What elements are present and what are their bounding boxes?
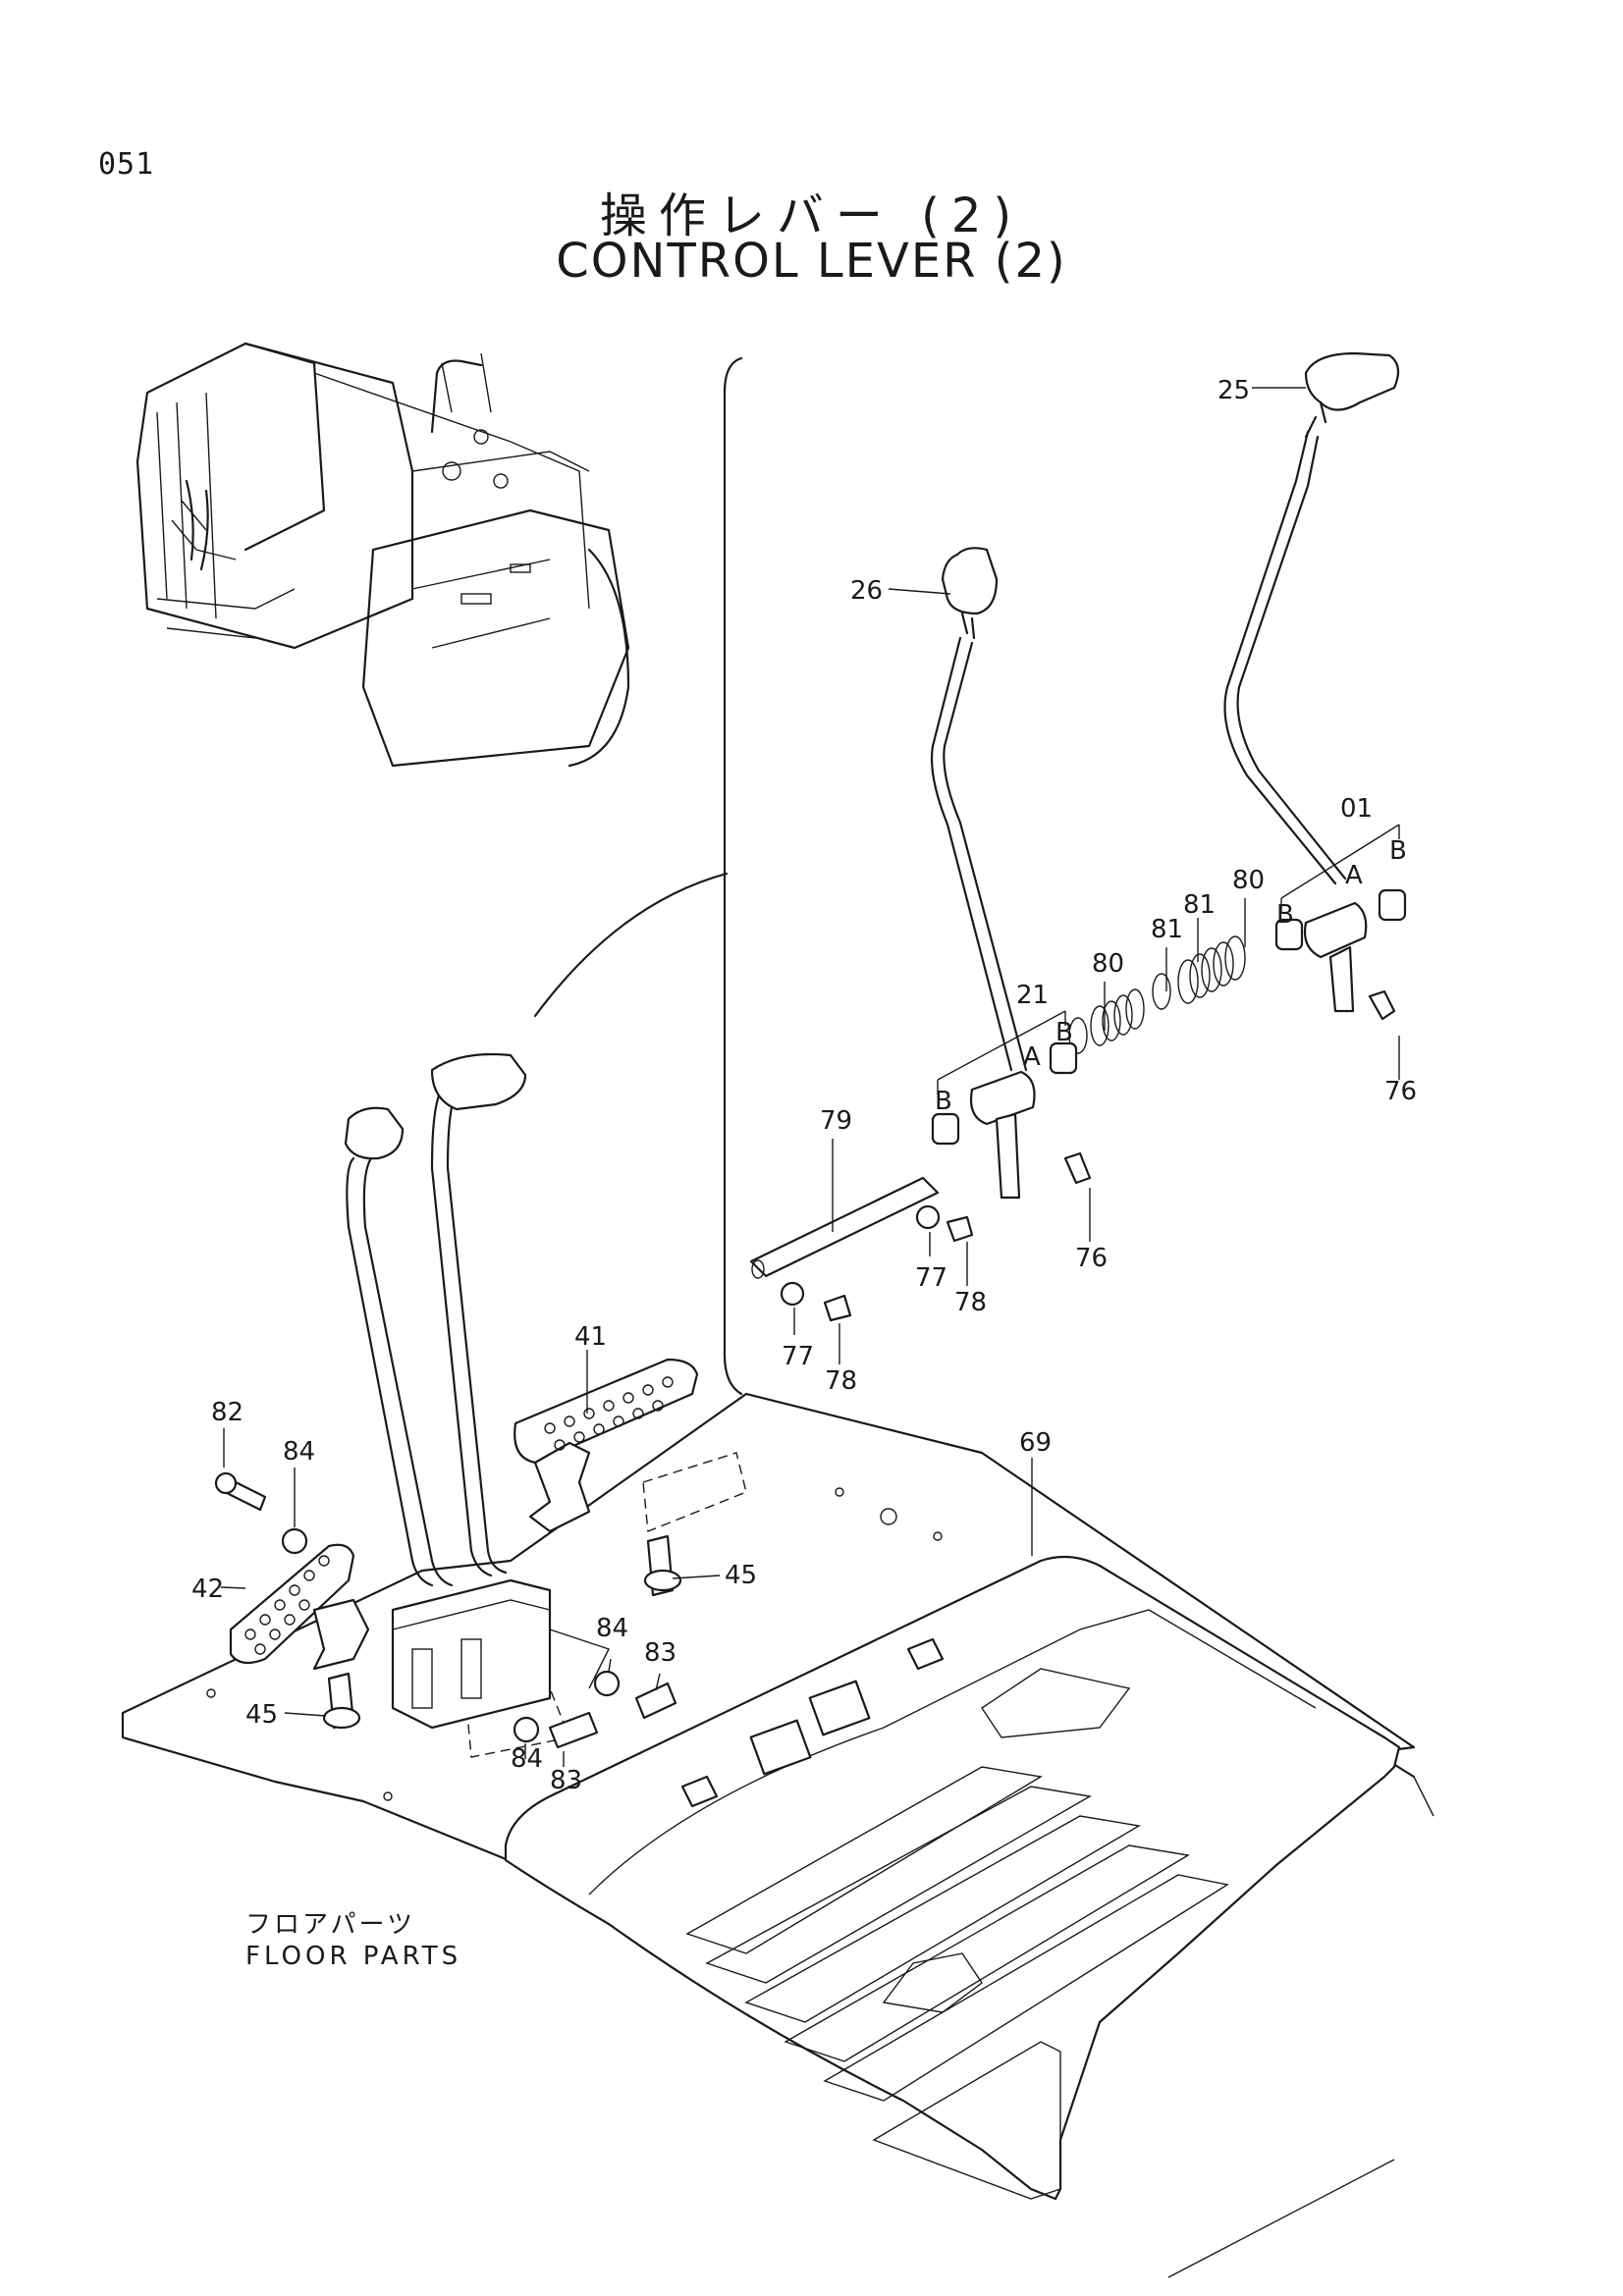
pedal-41-holes <box>544 1376 674 1451</box>
label-A1: A <box>1345 861 1363 890</box>
callout-83a: 83 <box>644 1638 676 1668</box>
callout-42: 42 <box>191 1575 224 1604</box>
callout-45a: 45 <box>725 1561 757 1590</box>
callout-76a: 76 <box>1384 1077 1417 1106</box>
callout-78a: 78 <box>954 1288 987 1317</box>
callout-81a: 81 <box>1151 915 1183 944</box>
excavator-overview-inset <box>135 342 630 768</box>
pedal-42-holes <box>244 1555 330 1655</box>
callout-80a: 80 <box>1092 949 1124 979</box>
title-japanese: 操作レバー (2) <box>599 188 1024 243</box>
callout-labels: 25 26 01 21 79 80 80 81 81 76 76 77 77 7… <box>191 376 1417 1795</box>
floor-parts-label-jp: フロアパーツ <box>245 1910 415 1940</box>
callout-21: 21 <box>1016 981 1049 1010</box>
label-B2: B <box>1276 900 1294 930</box>
cab-floor-assembly <box>121 1052 1434 2278</box>
page-number: 051 <box>98 147 155 182</box>
callout-82: 82 <box>211 1398 243 1427</box>
leader-lines <box>220 387 1400 1767</box>
floor-parts-label-en: FLOOR PARTS <box>245 1942 462 1971</box>
callout-84c: 84 <box>511 1744 543 1774</box>
callout-45b: 45 <box>245 1700 278 1730</box>
detail-bracket <box>723 356 743 1396</box>
label-A2: A <box>1023 1042 1041 1072</box>
callout-01: 01 <box>1340 794 1373 824</box>
callout-25: 25 <box>1217 376 1250 405</box>
callout-69: 69 <box>1019 1428 1052 1458</box>
label-B1: B <box>1389 836 1407 866</box>
leader-curve <box>533 872 729 1018</box>
callout-77b: 77 <box>782 1342 814 1371</box>
callout-83b: 83 <box>550 1766 582 1795</box>
callout-78b: 78 <box>825 1366 857 1396</box>
callout-77a: 77 <box>915 1263 947 1293</box>
callout-84a: 84 <box>283 1437 315 1467</box>
callout-84b: 84 <box>596 1614 628 1643</box>
title-english: CONTROL LEVER (2) <box>556 234 1067 289</box>
callout-41: 41 <box>574 1322 607 1352</box>
lever-assembly-detail <box>749 351 1407 1322</box>
callout-79: 79 <box>820 1106 852 1136</box>
callout-81b: 81 <box>1183 890 1216 920</box>
label-B4: B <box>935 1087 952 1116</box>
callout-80b: 80 <box>1232 866 1265 895</box>
label-B3: B <box>1055 1018 1073 1047</box>
callout-76b: 76 <box>1075 1244 1108 1273</box>
callout-26: 26 <box>850 576 883 606</box>
